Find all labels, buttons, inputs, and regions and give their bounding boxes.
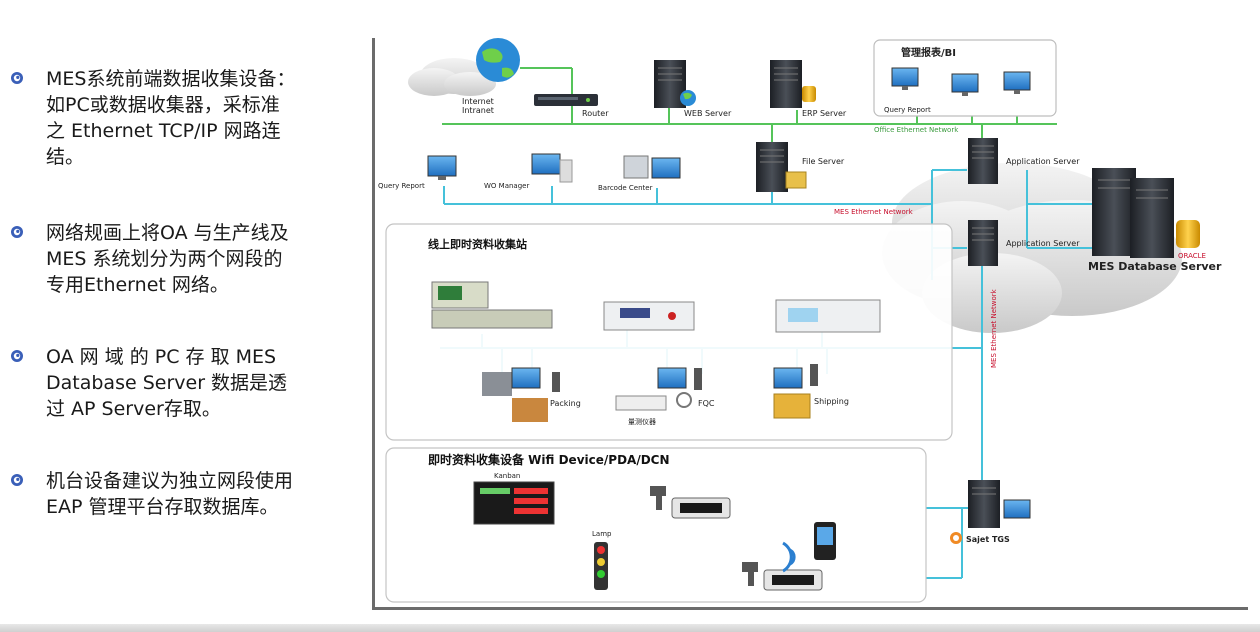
tester-machine-3-icon: [775, 299, 881, 333]
packing-station-icon: [482, 367, 560, 422]
bi-pc-3-icon: [1003, 71, 1031, 94]
bullet-text-2: 网络规画上将OA 与生产线及 MES 系统划分为两个网段的 专用Ethernet…: [46, 222, 289, 296]
shipping-label: Shipping: [814, 397, 849, 406]
lamp-label: Lamp: [592, 530, 612, 538]
file-server-icon: [756, 142, 807, 192]
bullet-text-4: 机台设备建议为独立网段使用 EAP 管理平台存取数据库。: [46, 470, 294, 518]
globe-icon: [476, 38, 520, 82]
bullet-text-1: MES系统前端数据收集设备： 如PC或数据收集器，采标准 之 Ethernet …: [46, 68, 296, 168]
app-server-1-label: Application Server: [1006, 157, 1080, 166]
mes-network-label: MES Ethernet Network: [834, 208, 914, 216]
erp-server-icon: [770, 60, 816, 108]
app-server-1-icon: [968, 138, 998, 184]
tester-machine-2-icon: [603, 301, 695, 331]
shipping-station-icon: [773, 364, 818, 419]
device-box-title: 即时资料收集设备 Wifi Device/PDA/DCN: [428, 452, 670, 467]
fqc-station-icon: [615, 367, 702, 411]
pda-device-icon: [814, 522, 836, 560]
app-server-2-label: Application Server: [1006, 239, 1080, 248]
mes-network-vertical-label: MES Ethernet Network: [990, 288, 998, 368]
tester-machine-1-icon: [431, 281, 553, 329]
wo-manager-label: WO Manager: [484, 182, 529, 190]
router-label: Router: [582, 109, 609, 118]
bullet-item-2: 网络规画上将OA 与生产线及 MES 系统划分为两个网段的 专用Ethernet…: [10, 220, 289, 298]
web-server-label: WEB Server: [684, 109, 732, 118]
signal-lamp-icon: [594, 542, 608, 590]
dcn-terminal-1-icon: [671, 497, 731, 519]
bullet-item-1: MES系统前端数据收集设备： 如PC或数据收集器，采标准 之 Ethernet …: [10, 66, 295, 170]
packing-label: Packing: [550, 399, 581, 408]
router-icon: [534, 94, 598, 106]
db-server-label: MES Database Server: [1088, 260, 1222, 273]
bullet-swirl-icon: [11, 226, 23, 238]
bullet-swirl-icon: [11, 72, 23, 84]
wo-manager-pc-icon: [531, 153, 573, 183]
kanban-board-icon: [473, 481, 555, 525]
bullet-swirl-icon: [11, 350, 23, 362]
bi-pc-1-icon: [891, 67, 919, 90]
network-diagram: 管理报表/BI 线上即时资料收集站 即时资料收集设备 Wifi Device/P…: [372, 38, 1250, 612]
diagram-frame: [372, 38, 1248, 610]
erp-server-label: ERP Server: [802, 109, 847, 118]
bullet-swirl-icon: [11, 474, 23, 486]
app-server-2-icon: [968, 220, 998, 266]
internet-cloud: [408, 58, 496, 96]
barcode-center-pc-icon: [623, 155, 681, 179]
bullet-item-3: OA 网 域 的 PC 存 取 MES Database Server 数据是透…: [10, 344, 287, 422]
web-server-icon: [654, 60, 696, 108]
barcode-scanner-2-icon: [742, 562, 758, 586]
query-report-label: Query Report: [378, 182, 425, 190]
bullet-text-3: OA 网 域 的 PC 存 取 MES Database Server 数据是透…: [46, 346, 288, 420]
query-report-pc-icon: [427, 155, 457, 180]
barcode-scanner-1-icon: [650, 486, 666, 510]
tester-label: 量测仪器: [628, 418, 656, 426]
barcode-center-label: Barcode Center: [598, 184, 653, 192]
office-network-label: Office Ethernet Network: [874, 126, 959, 134]
bi-box-title: 管理报表/BI: [901, 46, 956, 59]
file-server-label: File Server: [802, 157, 845, 166]
oracle-label: ORACLE: [1178, 252, 1206, 260]
bi-query-report-label: Query Report: [884, 106, 931, 114]
network-diagram-canvas: 管理报表/BI 线上即时资料收集站 即时资料收集设备 Wifi Device/P…: [378, 38, 1222, 603]
wifi-signal-icon: [782, 541, 796, 573]
sajet-server-icon: [950, 480, 1031, 544]
database-server-icon: [1092, 168, 1200, 258]
station-box-title: 线上即时资料收集站: [428, 237, 527, 251]
sajet-label: Sajet TGS: [966, 535, 1010, 544]
bi-pc-2-icon: [951, 73, 979, 96]
footer-bar: [0, 624, 1260, 632]
bullet-item-4: 机台设备建议为独立网段使用 EAP 管理平台存取数据库。: [10, 468, 293, 520]
dcn-terminal-2-icon: [763, 569, 823, 591]
kanban-label: Kanban: [494, 472, 520, 480]
fqc-label: FQC: [698, 399, 715, 408]
